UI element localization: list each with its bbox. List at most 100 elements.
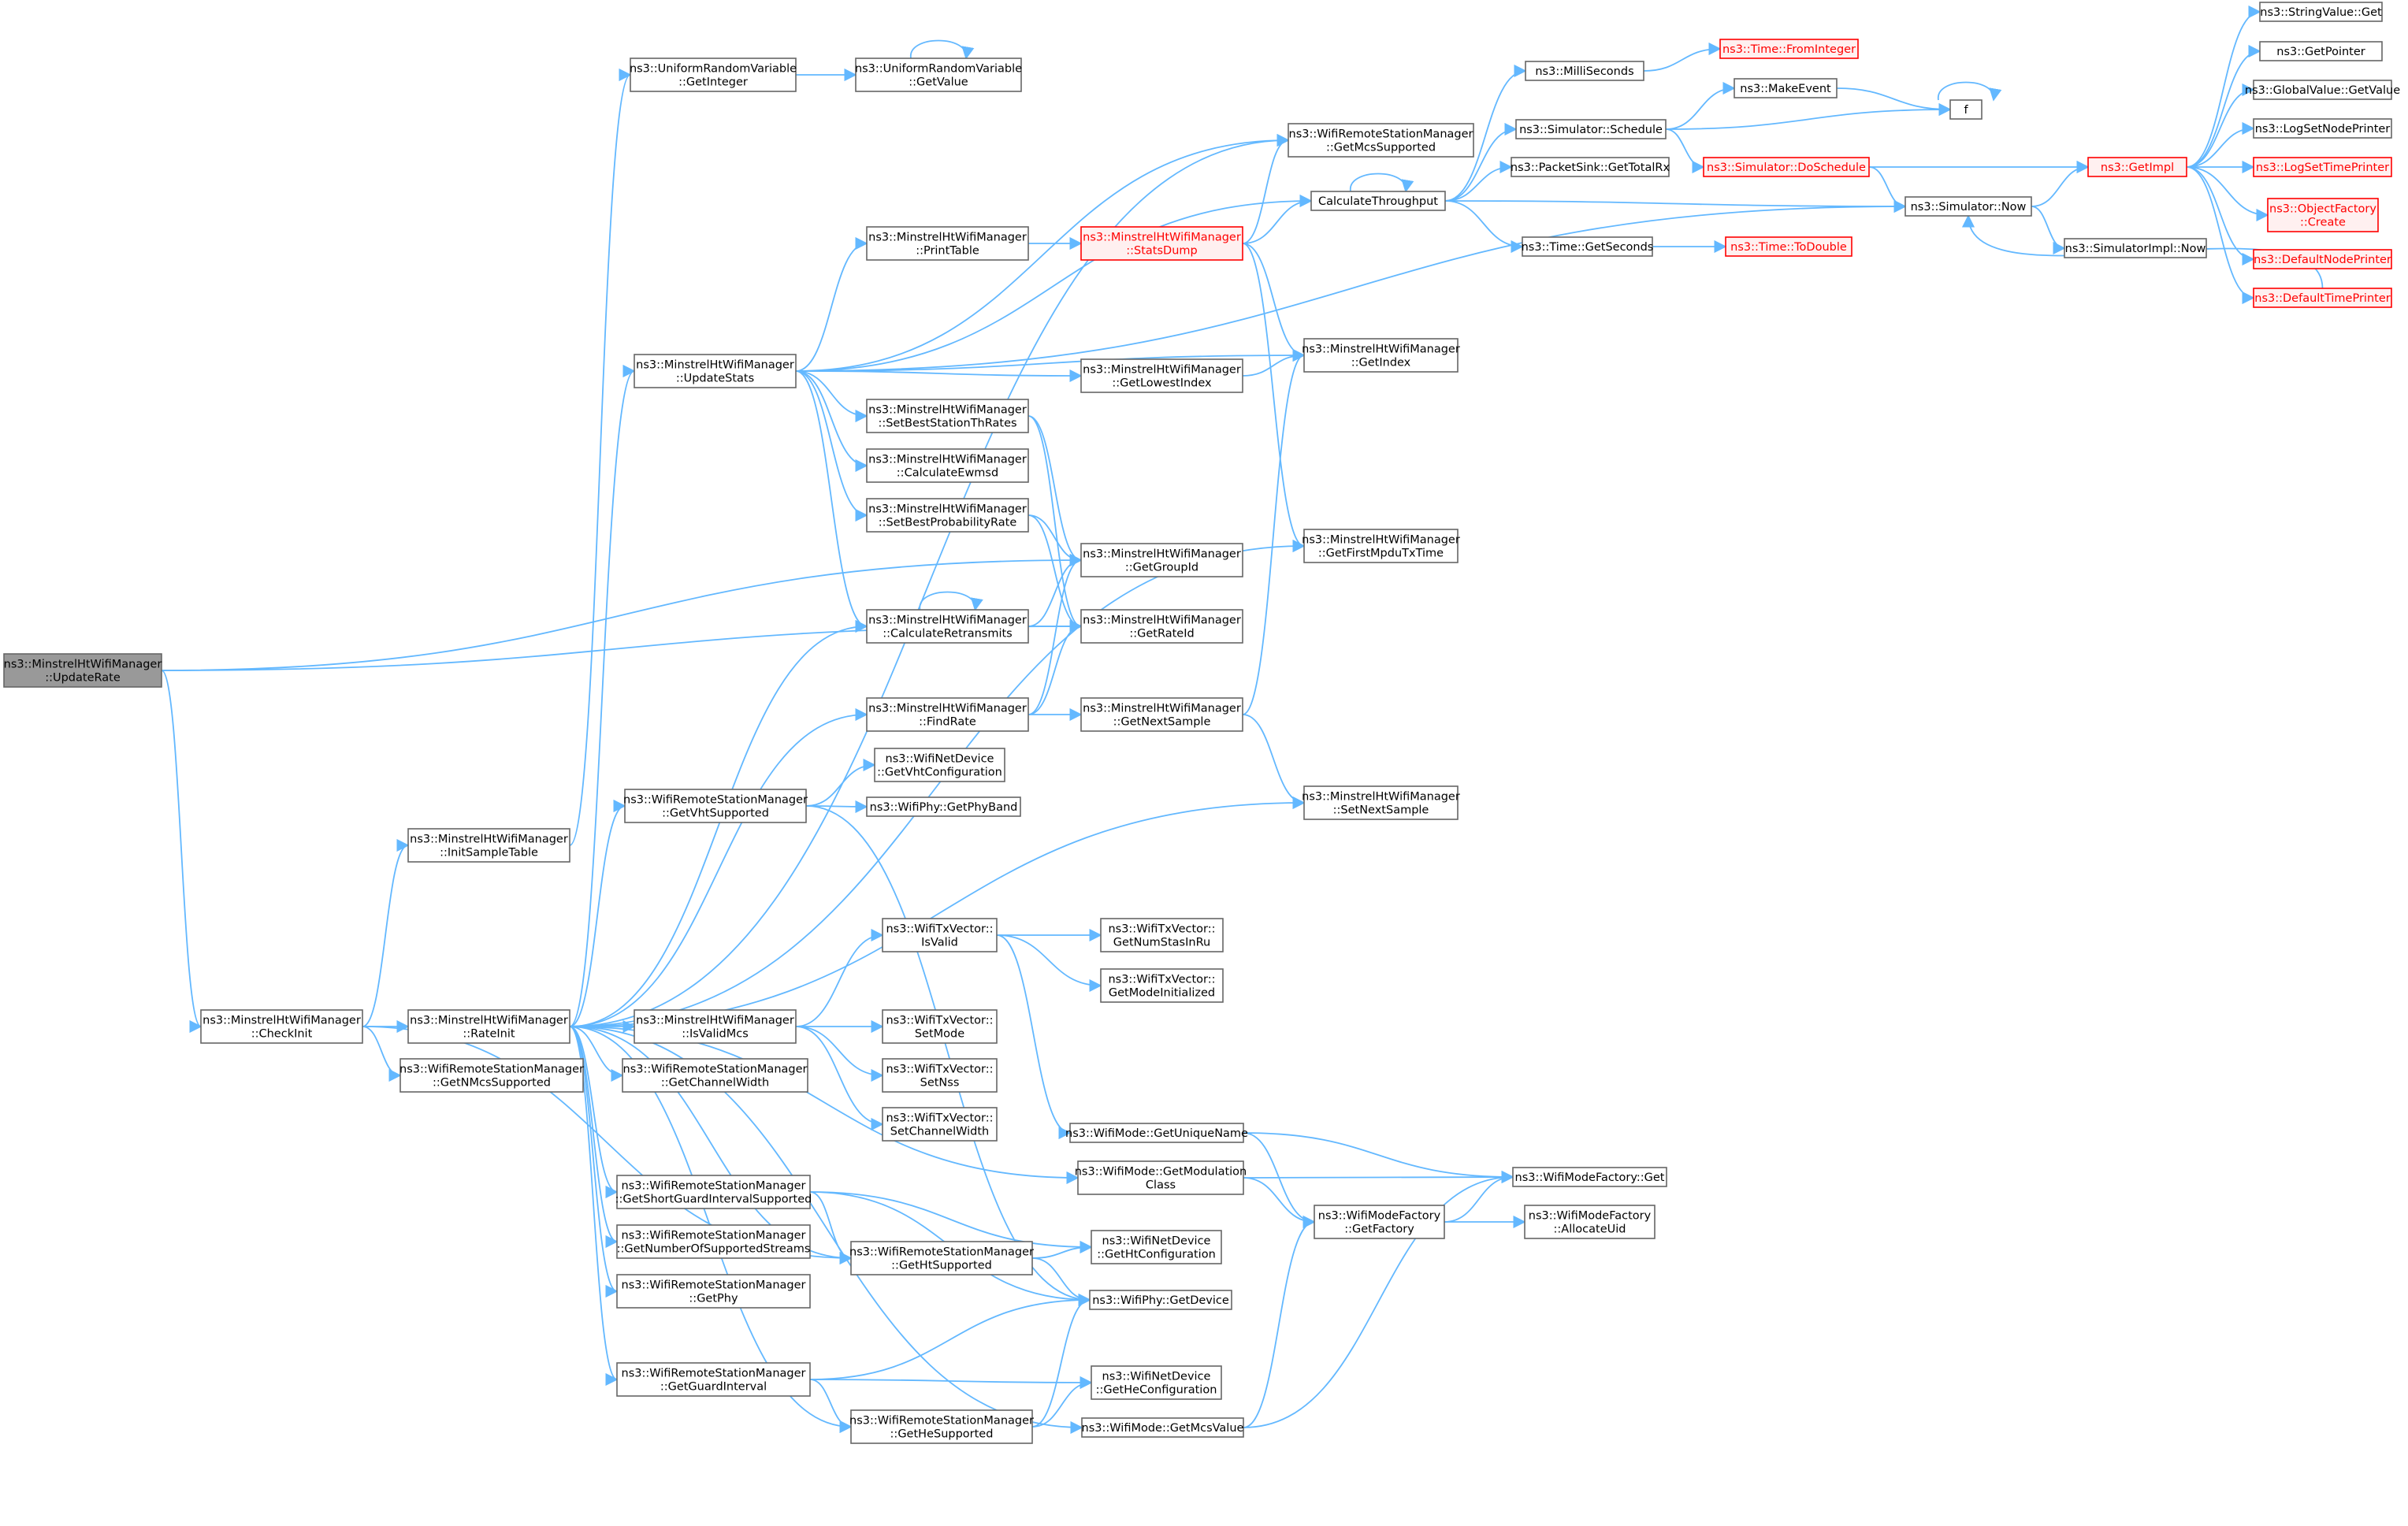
node-getmcssup[interactable]: ns3::WifiRemoteStationManager::GetMcsSup… [1288,123,1474,158]
node-modefactory_get[interactable]: ns3::WifiModeFactory::Get [1512,1167,1667,1187]
node-getpointer[interactable]: ns3::GetPointer [2259,41,2383,61]
edge-getimpl-to-globalval [2186,83,2255,168]
edge-rateinit-to-updatestats [569,365,636,1027]
node-getsgi[interactable]: ns3::WifiRemoteStationManager::GetShortG… [615,1175,812,1209]
node-simimpl_now[interactable]: ns3::SimulatorImpl::Now [2064,238,2207,258]
node-box [866,448,1029,483]
node-logsetnode[interactable]: ns3::LogSetNodePrinter [2253,118,2392,139]
node-getnumstreams[interactable]: ns3::WifiRemoteStationManager::GetNumber… [616,1224,811,1259]
node-updatestats[interactable]: ns3::MinstrelHtWifiManager::UpdateStats [634,354,797,388]
node-setnextsample[interactable]: ns3::MinstrelHtWifiManager::SetNextSampl… [1302,785,1460,820]
node-getnmcs[interactable]: ns3::WifiRemoteStationManager::GetNMcsSu… [399,1058,584,1093]
node-getdevice[interactable]: ns3::WifiPhy::GetDevice [1089,1290,1232,1310]
node-gethecconf[interactable]: ns3::WifiNetDevice::GetHeConfiguration [1091,1365,1222,1400]
node-label: ::SetNextSample [1333,804,1429,817]
node-label: ns3::WifiPhy::GetPhyBand [870,801,1018,814]
node-box [1080,226,1243,261]
node-label: ns3::WifiNetDevice [1102,1371,1211,1383]
node-globalval[interactable]: ns3::GlobalValue::GetValue [2245,80,2400,100]
node-urv_getint[interactable]: ns3::UniformRandomVariable::GetInteger [630,58,797,92]
node-getnextsample[interactable]: ns3::MinstrelHtWifiManager::GetNextSampl… [1080,697,1243,732]
node-sim_now[interactable]: ns3::Simulator::Now [1904,196,2032,217]
node-getlowest[interactable]: ns3::MinstrelHtWifiManager::GetLowestInd… [1080,358,1243,393]
node-label: ::PrintTable [916,245,979,258]
edge-findrate-to-getgroupid [1027,553,1083,715]
node-getvhtconf[interactable]: ns3::WifiNetDevice::GetVhtConfiguration [874,748,1005,782]
node-calcretrans[interactable]: ns3::MinstrelHtWifiManager::CalculateRet… [866,609,1029,644]
node-urv_getval[interactable]: ns3::UniformRandomVariable::GetValue [855,58,1022,92]
node-allocuid[interactable]: ns3::WifiModeFactory::AllocateUid [1524,1205,1656,1239]
node-txv_setmode[interactable]: ns3::WifiTxVector::SetMode [882,1009,998,1044]
node-getphy[interactable]: ns3::WifiRemoteStationManager::GetPhy [616,1274,811,1309]
node-getgroupid[interactable]: ns3::MinstrelHtWifiManager::GetGroupId [1080,543,1243,577]
node-rateinit[interactable]: ns3::MinstrelHtWifiManager::RateInit [407,1009,570,1044]
node-printtable[interactable]: ns3::MinstrelHtWifiManager::PrintTable [866,226,1029,261]
node-label: ns3::WifiModeFactory [1529,1210,1652,1223]
node-calcthr[interactable]: CalculateThroughput [1310,191,1446,211]
node-deftimeprint[interactable]: ns3::DefaultTimePrinter [2253,288,2392,308]
node-label: ::GetValue [909,76,968,89]
node-getfirstmpdu[interactable]: ns3::MinstrelHtWifiManager::GetFirstMpdu… [1302,529,1460,563]
node-label: SetMode [915,1028,964,1041]
node-box [3,653,162,688]
node-findrate[interactable]: ns3::MinstrelHtWifiManager::FindRate [866,697,1029,732]
node-label: ns3::MinstrelHtWifiManager [1083,548,1241,561]
node-setbestprob[interactable]: ns3::MinstrelHtWifiManager::SetBestProba… [866,498,1029,533]
node-txv_setnss[interactable]: ns3::WifiTxVector::SetNss [882,1058,998,1093]
node-label: ns3::WifiRemoteStationManager [849,1246,1034,1259]
node-millisec[interactable]: ns3::MilliSeconds [1525,61,1644,81]
node-box [616,1224,811,1259]
node-getphyband[interactable]: ns3::WifiPhy::GetPhyBand [866,796,1021,817]
node-gethtconf[interactable]: ns3::WifiNetDevice::GetHtConfiguration [1091,1230,1222,1264]
node-getuniquename[interactable]: ns3::WifiMode::GetUniqueName [1065,1123,1248,1143]
node-makeevent[interactable]: ns3::MakeEvent [1734,78,1838,98]
node-pktsink[interactable]: ns3::PacketSink::GetTotalRx [1511,157,1670,177]
node-getimpl[interactable]: ns3::GetImpl [2087,157,2187,177]
node-logsettime[interactable]: ns3::LogSetTimePrinter [2253,157,2392,177]
node-isvalidmcs[interactable]: ns3::MinstrelHtWifiManager::IsValidMcs [634,1009,797,1044]
node-defnodeprint[interactable]: ns3::DefaultNodePrinter [2253,249,2392,269]
node-calcewmsd[interactable]: ns3::MinstrelHtWifiManager::CalculateEwm… [866,448,1029,483]
node-box [882,918,998,952]
edge-urv_getval-to-urv_getval [910,39,975,60]
node-time_todouble[interactable]: ns3::Time::ToDouble [1725,236,1852,257]
node-label: ns3::WifiRemoteStationManager [623,794,808,807]
node-f[interactable]: f [1949,99,1983,120]
node-getmcsvalue[interactable]: ns3::WifiMode::GetMcsValue [1081,1417,1244,1438]
node-strval_get[interactable]: ns3::StringValue::Get [2259,2,2383,22]
node-gethtsup[interactable]: ns3::WifiRemoteStationManager::GetHtSupp… [849,1241,1034,1275]
node-txv_isvalid[interactable]: ns3::WifiTxVector::IsValid [882,918,998,952]
node-sim_dosched[interactable]: ns3::Simulator::DoSchedule [1703,157,1870,177]
node-time_fromint[interactable]: ns3::Time::FromInteger [1719,39,1859,59]
node-txv_numsta[interactable]: ns3::WifiTxVector::GetNumStasInRu [1100,918,1224,952]
node-getchanwidth[interactable]: ns3::WifiRemoteStationManager::GetChanne… [622,1058,808,1093]
node-setbestth[interactable]: ns3::MinstrelHtWifiManager::SetBestStati… [866,399,1029,433]
node-box [1303,529,1459,563]
node-box [407,828,570,863]
node-label: ::GetGroupId [1125,562,1198,574]
node-label: ns3::WifiTxVector:: [1108,974,1215,986]
node-box [2253,288,2392,308]
node-statsdump[interactable]: ns3::MinstrelHtWifiManager::StatsDump [1080,226,1243,261]
node-time_getsec[interactable]: ns3::Time::GetSeconds [1522,236,1654,257]
node-getindex[interactable]: ns3::MinstrelHtWifiManager::GetIndex [1302,338,1460,373]
node-getvhtsup[interactable]: ns3::WifiRemoteStationManager::GetVhtSup… [623,789,808,823]
edge-updatestats-to-getindex [795,348,1306,372]
node-root[interactable]: ns3::MinstrelHtWifiManager::UpdateRate [3,653,162,688]
node-getrateid[interactable]: ns3::MinstrelHtWifiManager::GetRateId [1080,609,1243,644]
node-label: ns3::DefaultNodePrinter [2254,254,2391,266]
node-getfactory[interactable]: ns3::WifiModeFactory::GetFactory [1314,1205,1445,1239]
node-objfactory[interactable]: ns3::ObjectFactory::Create [2267,198,2379,232]
node-initsample[interactable]: ns3::MinstrelHtWifiManager::InitSampleTa… [407,828,570,863]
node-label: ns3::LogSetNodePrinter [2255,123,2391,136]
node-getgi[interactable]: ns3::WifiRemoteStationManager::GetGuardI… [616,1362,811,1397]
node-txv_setcw[interactable]: ns3::WifiTxVector::SetChannelWidth [882,1107,998,1142]
node-label: ns3::MinstrelHtWifiManager [868,404,1027,417]
node-txv_modeinit[interactable]: ns3::WifiTxVector::GetModeInitialized [1100,968,1224,1003]
node-label: ns3::MinstrelHtWifiManager [1083,614,1241,627]
node-label: ns3::MinstrelHtWifiManager [1302,791,1460,804]
node-sim_sched[interactable]: ns3::Simulator::Schedule [1515,119,1667,139]
node-gethesup[interactable]: ns3::WifiRemoteStationManager::GetHeSupp… [849,1409,1034,1444]
node-checkinit[interactable]: ns3::MinstrelHtWifiManager::CheckInit [200,1009,363,1044]
